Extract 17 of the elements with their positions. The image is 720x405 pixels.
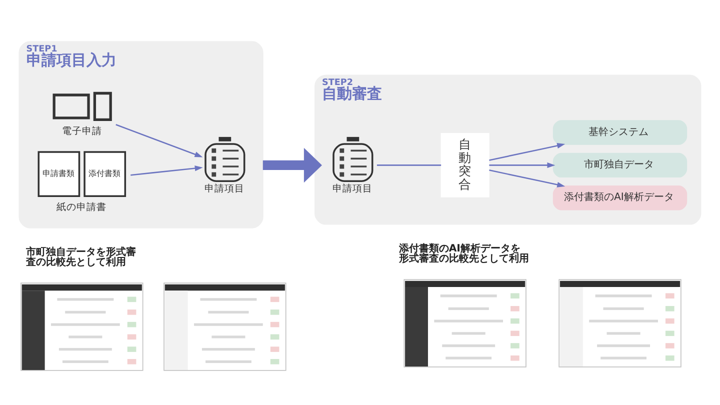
arrow <box>116 124 203 158</box>
node-label: 紙の申請書 <box>56 202 107 214</box>
node-box: 市町独自データ <box>552 152 688 178</box>
arrow <box>489 170 566 188</box>
node-box: 自動突合 <box>440 132 490 198</box>
connector <box>376 164 442 166</box>
label: 添付書類のAI解析データを形式審査の比較先として利用 <box>398 243 529 265</box>
arrow <box>489 162 556 168</box>
node-label: 電子申請 <box>62 126 102 138</box>
node-label: 申請項目 <box>332 184 373 195</box>
node-box: 添付書類のAI解析データ <box>552 186 688 210</box>
node-label: 申請項目 <box>204 184 245 195</box>
arrow <box>262 148 322 183</box>
label: 市町独自データを形式審査の比較先として利用 <box>26 246 136 268</box>
arrow <box>489 142 566 161</box>
node-box: 基幹システム <box>552 120 688 145</box>
arrow <box>130 166 203 176</box>
